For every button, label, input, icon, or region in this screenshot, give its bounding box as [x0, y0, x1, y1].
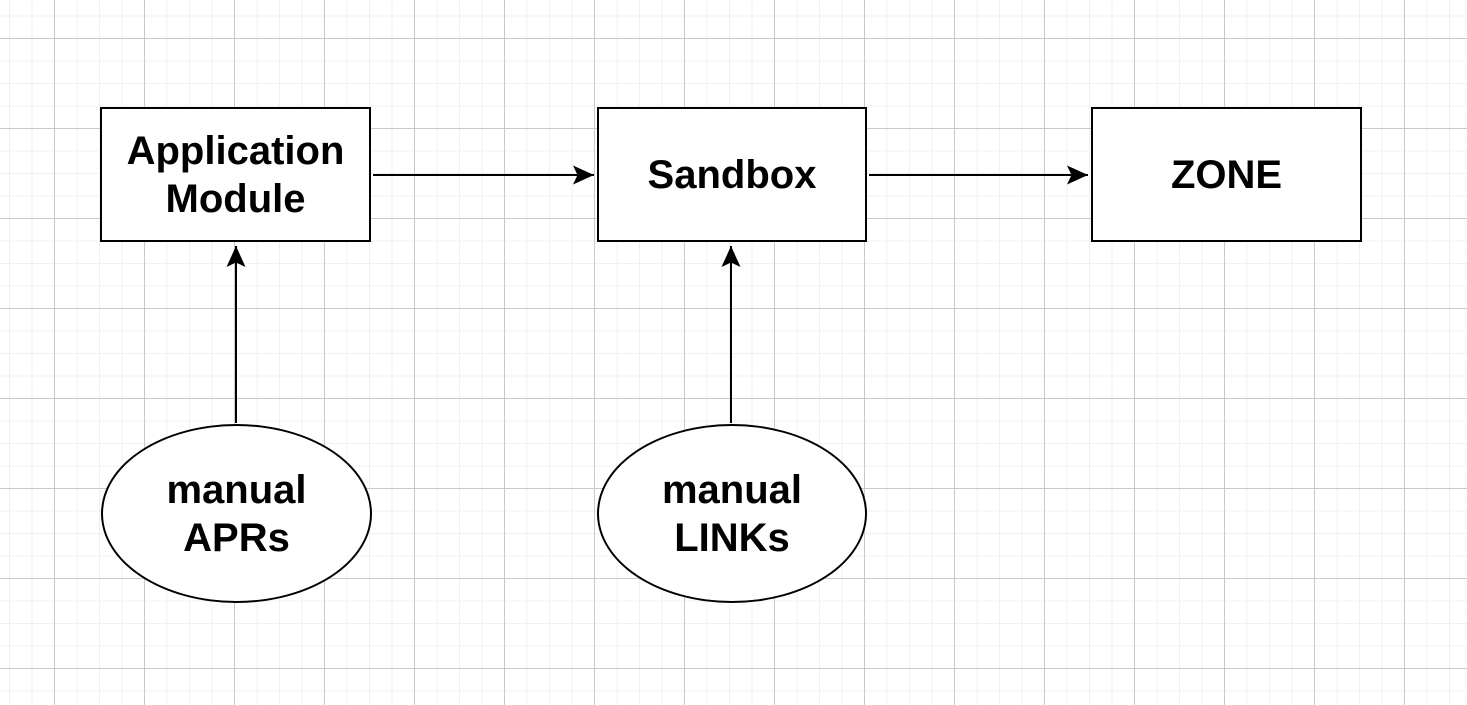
node-sandbox-label: Sandbox	[647, 152, 817, 197]
node-zone[interactable]: ZONE	[1091, 107, 1362, 242]
node-manual-aprs-label: manual APRs	[166, 467, 307, 560]
node-application-module-label: Application Module	[126, 128, 345, 221]
node-manual-links[interactable]: manual LINKs	[597, 424, 867, 603]
node-application-module[interactable]: Application Module	[100, 107, 371, 242]
node-manual-aprs[interactable]: manual APRs	[101, 424, 372, 603]
node-manual-links-label: manual LINKs	[661, 467, 803, 560]
node-sandbox[interactable]: Sandbox	[597, 107, 867, 242]
node-zone-label: ZONE	[1170, 152, 1283, 197]
